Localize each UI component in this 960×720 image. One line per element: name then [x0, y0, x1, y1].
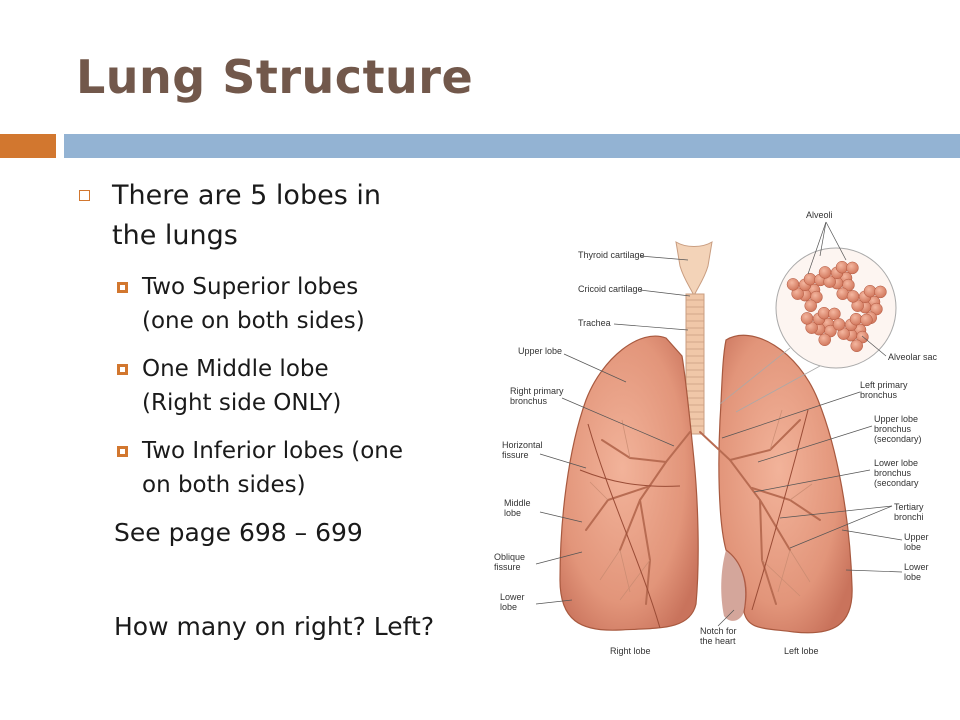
label-cricoid-cartilage: Cricoid cartilage [578, 284, 643, 294]
larynx-shape [675, 241, 713, 298]
label-upper-r-2: lobe [904, 542, 921, 552]
sub-bullet-line1: Two Inferior lobes (one [142, 438, 404, 464]
sub-bullet-inferior: Two Inferior lobes (one on both sides) [76, 434, 476, 502]
label-oblique-2: fissure [494, 562, 521, 572]
label-middle-1: Middle [504, 498, 531, 508]
label-left-lobe: Left lobe [784, 646, 819, 656]
label-left-primary-2: bronchus [860, 390, 898, 400]
bullet-main: There are 5 lobes in the lungs [76, 176, 476, 256]
sub-bullet-middle: One Middle lobe (Right side ONLY) [76, 352, 476, 420]
sub-bullet-superior: Two Superior lobes (one on both sides) [76, 270, 476, 338]
sub-bullet-line2: (one on both sides) [142, 308, 365, 334]
label-upper-lobe-right: Upper lobe [518, 346, 562, 356]
label-trachea: Trachea [578, 318, 611, 328]
label-right-primary-2: bronchus [510, 396, 548, 406]
label-lower-bronchus-1: Lower lobe [874, 458, 918, 468]
hollow-square-bullet-icon [79, 190, 90, 201]
slide-title: Lung Structure [76, 50, 474, 104]
accent-bar-orange [0, 134, 56, 158]
label-upper-r-1: Upper [904, 532, 929, 542]
sub-bullet-line2: (Right side ONLY) [142, 390, 342, 416]
bullet-list: There are 5 lobes in the lungs Two Super… [76, 176, 476, 644]
square-bullet-icon [117, 446, 128, 457]
oblique-fissure-left [751, 409, 809, 611]
label-lower-bronchus-3: (secondary [874, 478, 919, 488]
lung-illustration: Thyroid cartilage Cricoid cartilage Trac… [490, 200, 955, 670]
label-oblique-1: Oblique [494, 552, 525, 562]
label-middle-2: lobe [504, 508, 521, 518]
bullet-main-line2: the lungs [112, 220, 238, 251]
label-lower-r-1: Lower [904, 562, 929, 572]
label-upper-bronchus-3: (secondary) [874, 434, 922, 444]
label-lower-1: Lower [500, 592, 525, 602]
see-page-text: See page 698 – 699 [114, 518, 363, 547]
label-tertiary-2: bronchi [894, 512, 924, 522]
label-lower-r-2: lobe [904, 572, 921, 582]
label-lower-2: lobe [500, 602, 517, 612]
sub-bullet-line1: Two Superior lobes [142, 274, 359, 300]
bullet-main-line1: There are 5 lobes in [112, 180, 381, 211]
alveoli-cluster [786, 260, 887, 353]
label-alveolar-sac: Alveolar sac [888, 352, 938, 362]
oblique-fissure-right [587, 423, 661, 629]
label-tertiary-1: Tertiary [894, 502, 924, 512]
square-bullet-icon [117, 282, 128, 293]
label-alveoli: Alveoli [806, 210, 833, 220]
left-lung-shape [718, 334, 853, 634]
square-bullet-icon [117, 364, 128, 375]
label-right-primary-1: Right primary [510, 386, 564, 396]
accent-bar-blue [64, 134, 960, 158]
label-upper-bronchus-2: bronchus [874, 424, 912, 434]
label-lower-bronchus-2: bronchus [874, 468, 912, 478]
label-notch-2: the heart [700, 636, 736, 646]
lung-diagram-svg: Thyroid cartilage Cricoid cartilage Trac… [494, 210, 938, 656]
heart-notch-shape [721, 550, 747, 621]
label-notch-1: Notch for [700, 626, 737, 636]
right-lung-shape [559, 335, 699, 631]
horizontal-fissure [579, 469, 681, 487]
label-thyroid-cartilage: Thyroid cartilage [578, 250, 645, 260]
label-horizontal-2: fissure [502, 450, 529, 460]
question-text: How many on right? Left? [114, 612, 435, 641]
sub-bullet-line2: on both sides) [142, 472, 306, 498]
label-right-lobe: Right lobe [610, 646, 651, 656]
sub-bullet-line1: One Middle lobe [142, 356, 329, 382]
label-left-primary-1: Left primary [860, 380, 908, 390]
label-upper-bronchus-1: Upper lobe [874, 414, 918, 424]
label-horizontal-1: Horizontal [502, 440, 543, 450]
trachea-shape [685, 293, 705, 435]
